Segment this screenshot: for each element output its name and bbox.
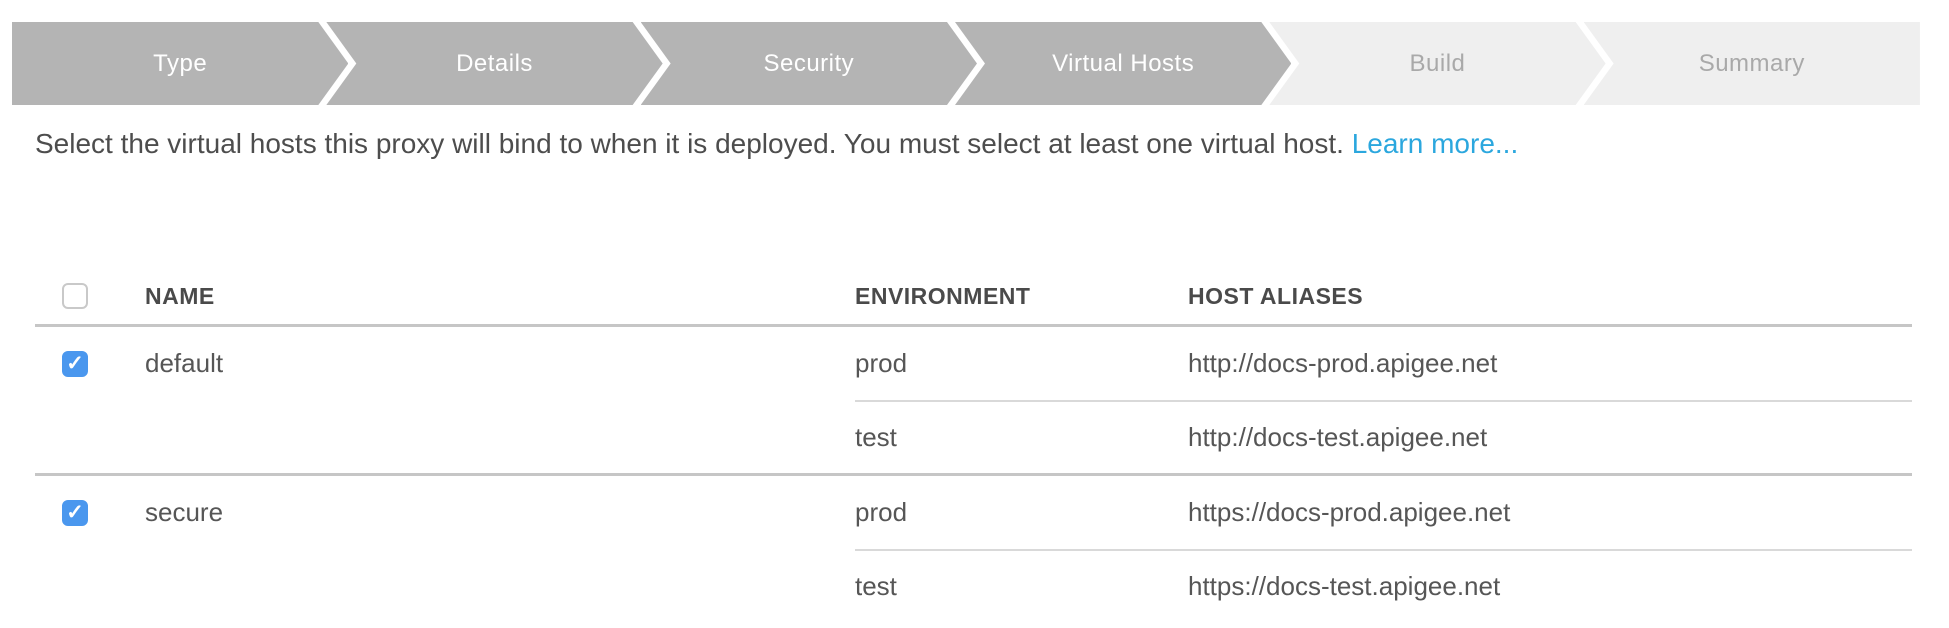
environment-cell: test — [855, 422, 897, 452]
page-description: Select the virtual hosts this proxy will… — [35, 128, 1915, 160]
subrow-secure-test: test https://docs-test.apigee.net — [855, 549, 1912, 622]
learn-more-link[interactable]: Learn more... — [1351, 128, 1519, 159]
table-header-row: ✓ NAME ENVIRONMENT HOST ALIASES — [35, 268, 1912, 327]
host-alias-cell: http://docs-test.apigee.net — [1188, 422, 1488, 452]
select-all-checkbox[interactable]: ✓ — [62, 283, 88, 309]
header-host-aliases: HOST ALIASES — [1188, 282, 1364, 309]
row-secure-name: secure — [145, 497, 224, 527]
step-virtual-hosts-label: Virtual Hosts — [1052, 49, 1195, 77]
host-alias-cell: https://docs-test.apigee.net — [1188, 571, 1501, 601]
subrow-default-test: test http://docs-test.apigee.net — [855, 400, 1912, 473]
table-row-default: ✓ default prod http://docs-prod.apigee.n… — [35, 327, 1912, 476]
row-default-checkbox-cell: ✓ — [35, 350, 145, 377]
step-type-label: Type — [153, 49, 208, 77]
row-secure-checkbox-cell: ✓ — [35, 499, 145, 526]
step-build-label: Build — [1409, 49, 1466, 77]
step-security-label: Security — [763, 49, 855, 77]
subrow-secure-prod: prod https://docs-prod.apigee.net — [855, 476, 1912, 549]
step-details-label: Details — [456, 49, 533, 77]
subrow-default-prod: prod http://docs-prod.apigee.net — [855, 327, 1912, 400]
step-summary-label: Summary — [1698, 49, 1805, 77]
header-name: NAME — [145, 282, 215, 309]
step-type[interactable]: Type — [12, 22, 348, 105]
step-details[interactable]: Details — [326, 22, 662, 105]
step-security[interactable]: Security — [641, 22, 977, 105]
step-virtual-hosts[interactable]: Virtual Hosts — [955, 22, 1291, 105]
wizard-stepper: Type Details Security Virtual Hosts Buil… — [12, 22, 1920, 105]
checkmark-icon: ✓ — [66, 501, 84, 524]
environment-cell: prod — [855, 348, 908, 378]
host-alias-cell: http://docs-prod.apigee.net — [1188, 348, 1498, 378]
table-row-secure: ✓ secure prod https://docs-prod.apigee.n… — [35, 476, 1912, 622]
virtual-hosts-table: ✓ NAME ENVIRONMENT HOST ALIASES ✓ defaul… — [35, 268, 1912, 622]
row-default-checkbox[interactable]: ✓ — [62, 350, 88, 377]
host-alias-cell: https://docs-prod.apigee.net — [1188, 497, 1511, 527]
step-summary[interactable]: Summary — [1583, 22, 1920, 105]
row-default-name: default — [145, 348, 224, 378]
environment-cell: prod — [855, 497, 908, 527]
description-text: Select the virtual hosts this proxy will… — [35, 128, 1344, 159]
header-select-all-cell: ✓ — [35, 283, 145, 309]
step-build[interactable]: Build — [1269, 22, 1605, 105]
checkmark-icon: ✓ — [66, 352, 84, 375]
environment-cell: test — [855, 571, 897, 601]
header-environment: ENVIRONMENT — [855, 282, 1031, 309]
row-secure-checkbox[interactable]: ✓ — [62, 499, 88, 526]
